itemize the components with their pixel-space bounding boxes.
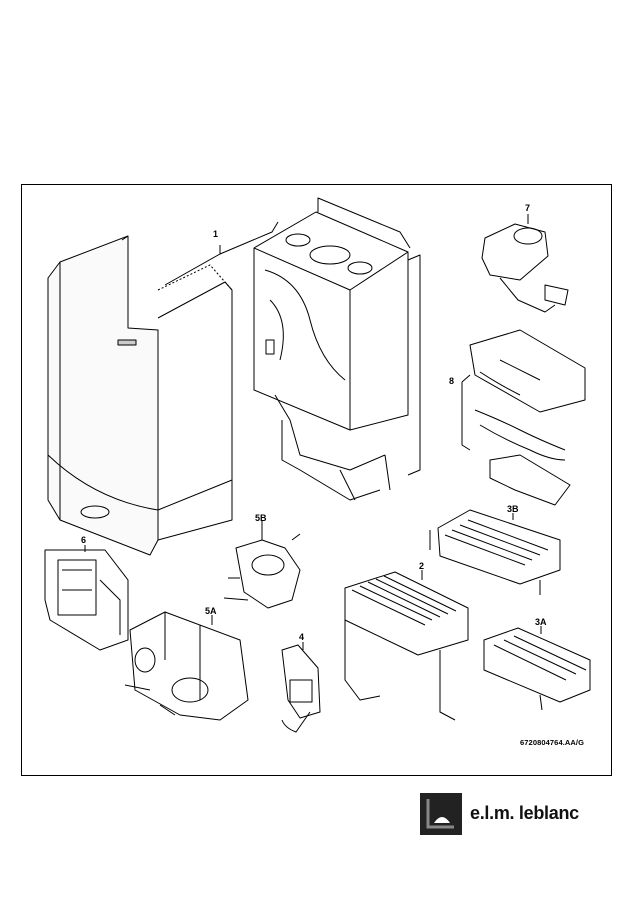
gas-valve-part-4 <box>281 644 321 733</box>
callout-1: 1 <box>213 229 219 239</box>
brand-logo: e.l.m. leblanc <box>420 793 600 835</box>
control-panel-part-6 <box>44 549 129 651</box>
diagram-frame <box>21 184 612 776</box>
burner-part-3a <box>483 627 591 711</box>
boiler-frame <box>253 197 421 501</box>
casing-part-1 <box>47 235 233 556</box>
burner-part-3b <box>429 509 561 595</box>
callout-7: 7 <box>525 203 531 213</box>
pump-part-5b <box>223 533 301 609</box>
callout-5b: 5B <box>255 513 267 523</box>
heat-exchanger-part-2 <box>344 571 469 721</box>
callout-2: 2 <box>419 561 425 571</box>
manifold-part-8 <box>469 329 586 506</box>
callout-3a: 3A <box>535 617 547 627</box>
callout-5a: 5A <box>205 606 217 616</box>
callout-8: 8 <box>449 376 455 386</box>
callout-6: 6 <box>81 535 87 545</box>
brand-name: e.l.m. leblanc <box>470 803 579 823</box>
drawing-reference: 6720804764.AA/G <box>520 738 585 747</box>
fan-part-7 <box>481 223 569 313</box>
callout-4: 4 <box>299 632 305 642</box>
hydraulic-block-part-5a <box>124 611 249 721</box>
callout-3b: 3B <box>507 504 519 514</box>
leblanc-logo-icon <box>420 793 462 835</box>
